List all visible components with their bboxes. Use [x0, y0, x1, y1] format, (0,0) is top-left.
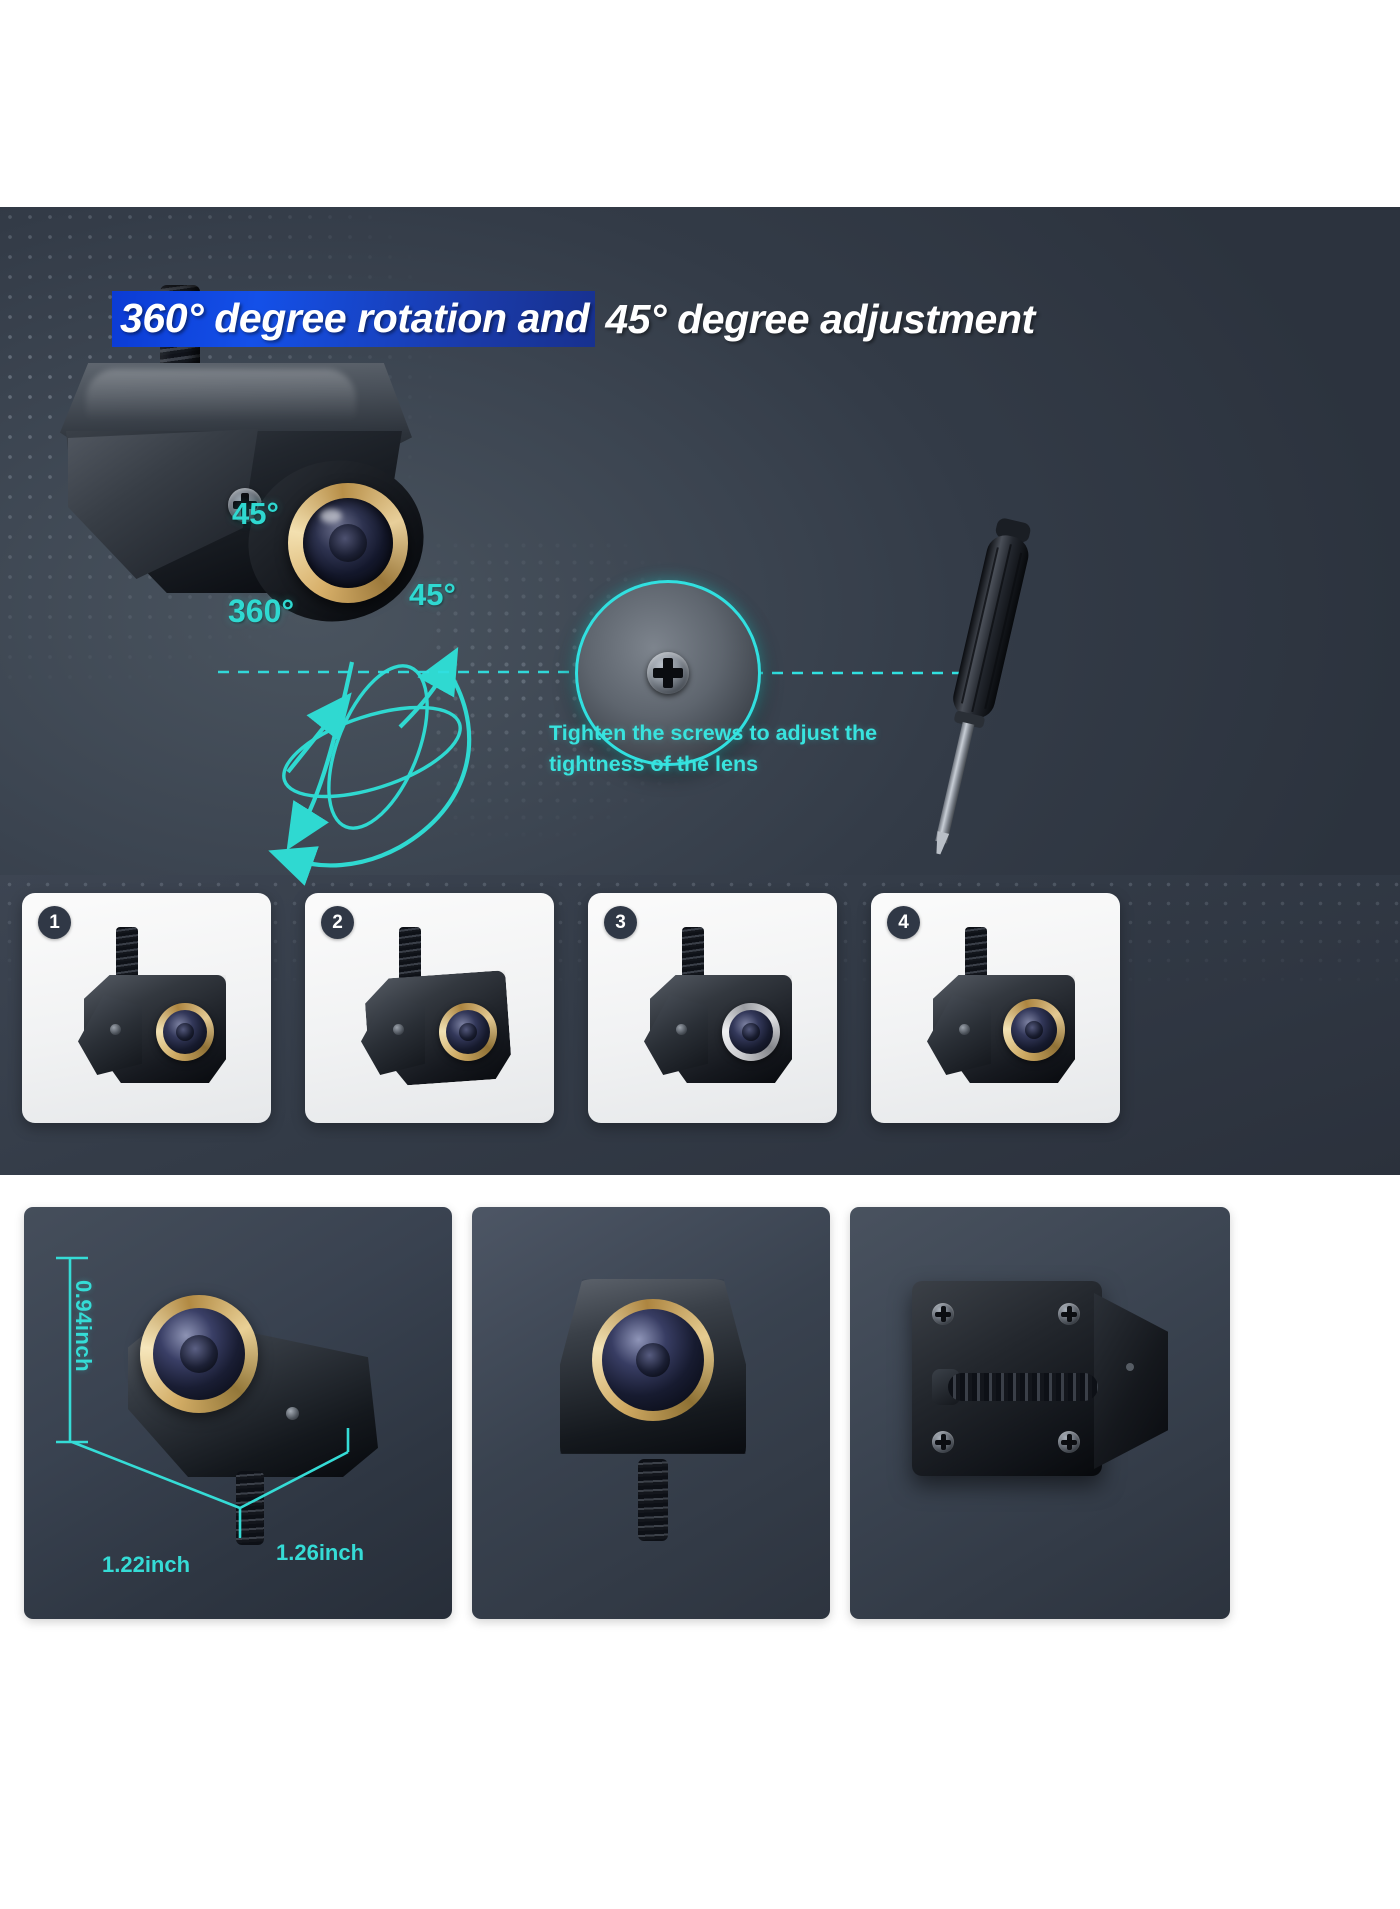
title-360-text: 360° degree rotation and [120, 295, 590, 341]
angle-label-45-upper: 45° [232, 496, 279, 531]
camera-angle-card-4[interactable]: 4 [871, 893, 1120, 1123]
phillips-screw-icon [647, 652, 689, 694]
camera-dimension-view [120, 1281, 390, 1545]
screw-callout-magnifier [575, 580, 761, 766]
title-highlight-box: 360° degree rotation and [112, 291, 596, 347]
camera-angle-card-3[interactable]: 3 [588, 893, 837, 1123]
panel-front-view[interactable] [472, 1207, 830, 1619]
tip-line-1: Tighten the screws to adjust the [549, 721, 878, 745]
threaded-stem-icon [116, 927, 138, 981]
threaded-stem-icon [236, 1471, 264, 1545]
lens-pupil [742, 1023, 760, 1041]
step-badge-2: 2 [321, 906, 354, 939]
camera-rear-view [912, 1281, 1168, 1511]
side-screw-dot-icon [1126, 1363, 1134, 1371]
camera-thumbnail-4 [919, 927, 1089, 1099]
cable-icon [948, 1373, 1098, 1401]
lens-pupil [329, 524, 367, 562]
hero-title: 360° degree rotation and 45° degree adju… [112, 291, 1035, 347]
screw-icon-top-left [932, 1303, 954, 1325]
screwdriver-illustration [900, 507, 1060, 867]
camera-thumbnail-1 [70, 927, 240, 1099]
angle-label-360: 360° [228, 593, 295, 629]
title-45-text: 45° degree adjustment [605, 296, 1035, 342]
threaded-stem-icon [965, 927, 987, 981]
step-badge-3: 3 [604, 906, 637, 939]
housing-gloss-highlight [86, 369, 356, 421]
lens-pupil [459, 1023, 477, 1041]
camera-side-profile [1094, 1293, 1168, 1469]
screw-icon-bottom-left [932, 1431, 954, 1453]
camera-angle-card-1[interactable]: 1 [22, 893, 271, 1123]
step-badge-1: 1 [38, 906, 71, 939]
screw-icon-top-right [1058, 1303, 1080, 1325]
panel-rear-view[interactable] [850, 1207, 1230, 1619]
screw-icon [676, 1024, 687, 1035]
lens-pupil [636, 1343, 670, 1377]
camera-angle-card-2[interactable]: 2 [305, 893, 554, 1123]
lens-pupil [176, 1023, 194, 1041]
threaded-stem-icon [682, 927, 704, 981]
screw-icon [110, 1024, 121, 1035]
threaded-stem-icon [638, 1459, 668, 1541]
lens-specular-highlight [320, 509, 342, 523]
step-badge-4: 4 [887, 906, 920, 939]
screw-tip-text: Tighten the screws to adjust the tightne… [549, 718, 949, 780]
camera-thumbnail-3 [636, 927, 806, 1099]
camera-thumbnail-2 [353, 927, 523, 1099]
dimension-width-label: 1.22inch [102, 1552, 191, 1577]
dimension-height-label: 0.94inch [71, 1280, 96, 1373]
tip-line-2: tightness of the lens [549, 752, 759, 776]
panel-dimensions[interactable] [24, 1207, 452, 1619]
screw-icon-bottom-right [1058, 1431, 1080, 1453]
lens-pupil [1025, 1021, 1043, 1039]
screw-icon [393, 1024, 404, 1035]
camera-front-view [550, 1259, 760, 1559]
lens-pupil [180, 1335, 218, 1373]
main-camera-illustration [52, 285, 472, 640]
angle-label-45-lower: 45° [409, 577, 456, 612]
screw-icon [286, 1407, 299, 1420]
dimension-depth-label: 1.26inch [276, 1540, 365, 1565]
screw-icon [959, 1024, 970, 1035]
screwdriver-icon [935, 518, 1031, 855]
threaded-stem-icon [399, 927, 421, 981]
